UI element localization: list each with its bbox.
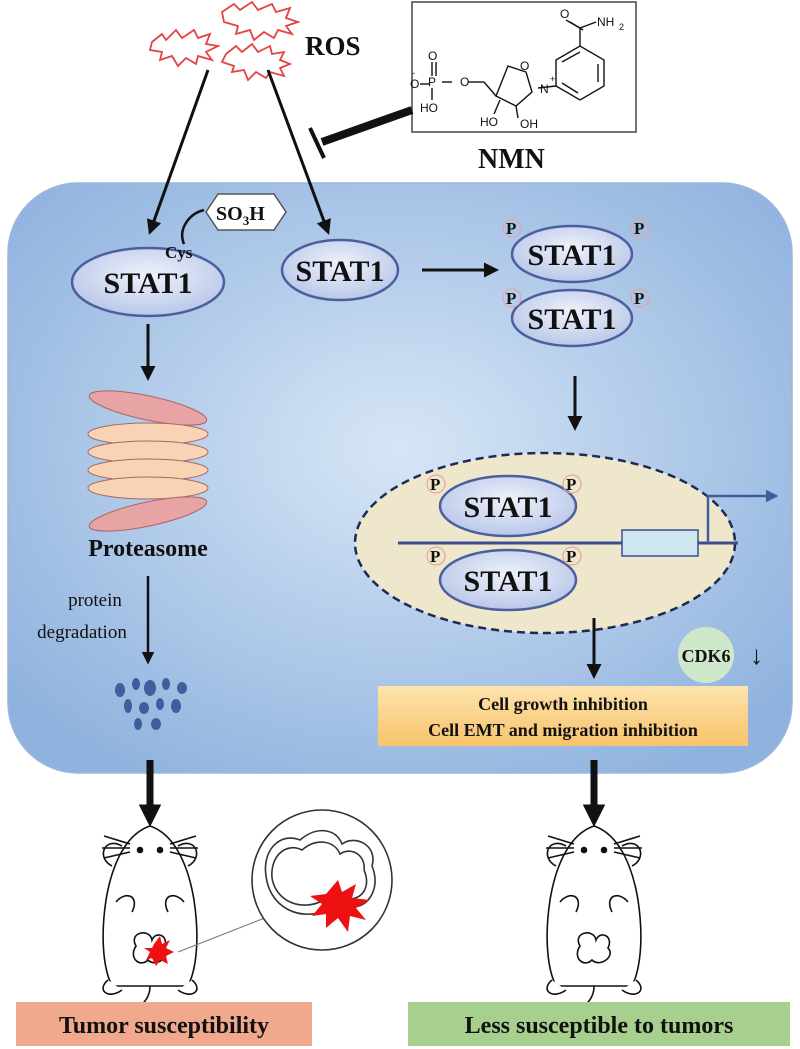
svg-text:+: + [550,74,555,84]
phospho-markers-cytoplasm: P P P P [502,218,650,308]
stat1-dimer-lower: STAT1 [510,288,634,348]
svg-text:P: P [506,289,516,308]
svg-text:OH: OH [520,117,538,131]
protein-degradation-label-line2: degradation [37,622,127,643]
outcome-box [378,686,748,746]
svg-text:STAT1: STAT1 [528,303,617,336]
svg-text:2: 2 [619,22,624,32]
stat1-oxidized: STAT1 [70,246,226,318]
gene-box [621,529,699,557]
svg-text:NH: NH [597,15,614,29]
ros-starburst-2 [220,0,301,42]
tumor-susceptibility-box [16,1002,312,1046]
proteasome-label: Proteasome [88,536,208,562]
svg-text:HO: HO [420,101,438,115]
svg-text:O: O [428,49,437,63]
svg-text:P: P [566,547,576,566]
svg-text:STAT1: STAT1 [296,255,385,288]
protein-fragments [115,678,187,730]
svg-text:N: N [540,82,549,96]
svg-text:P: P [566,475,576,494]
nmn-label: NMN [478,144,545,175]
mouse-left [63,825,198,1015]
nmn-structure [420,19,605,119]
protein-degradation-label-line1: protein [68,590,122,611]
svg-text:P: P [634,289,644,308]
outcome-line2: Cell EMT and migration inhibition [428,720,698,740]
svg-text:P: P [428,75,436,89]
cys-link [181,208,205,245]
svg-text:HO: HO [480,115,498,129]
ros-starburst-3 [220,42,293,82]
svg-text:O: O [410,77,419,91]
proteasome-icon [87,390,209,532]
svg-text:O: O [460,75,469,89]
cdk6-circle [678,627,734,683]
svg-text:-: - [412,68,415,78]
svg-text:STAT1: STAT1 [104,267,193,300]
svg-text:O: O [560,7,569,21]
so3h-hexagon: SO3H [205,193,287,231]
tumor-susceptibility-label: Tumor susceptibility [59,1013,269,1039]
transcription-arrow [706,489,779,543]
stat1-nuclear-lower: STAT1 [438,548,578,612]
svg-text:SO3H: SO3H [216,203,265,228]
ros-starburst-1 [148,28,221,68]
zoom-tumor [310,880,370,932]
stat1-monomer: STAT1 [280,238,400,302]
cdk6-down-arrow: ↓ [750,641,763,670]
svg-text:P: P [506,219,516,238]
outcome-line1: Cell growth inhibition [478,694,648,714]
nmn-inhibition-bar [308,106,414,159]
svg-text:P: P [430,547,440,566]
mouse-left-tumor [144,936,174,966]
svg-text:STAT1: STAT1 [464,491,553,524]
svg-text:O: O [520,59,529,73]
cys-label: Cys [165,243,193,262]
svg-text:STAT1: STAT1 [528,239,617,272]
cdk6-label: CDK6 [682,646,731,666]
phospho-markers-nucleus: P P P P [426,474,582,566]
ros-to-stat1-middle-arrow [266,69,331,235]
svg-text:STAT1: STAT1 [464,565,553,598]
less-susceptible-box [408,1002,790,1046]
stat1-nuclear-upper: STAT1 [438,474,578,538]
mouse-right [507,825,642,1015]
ros-label: ROS [305,31,361,61]
stat1-dimer-upper: STAT1 [510,224,634,284]
less-susceptible-label: Less susceptible to tumors [465,1013,734,1039]
nmn-structure-labels: O NH 2 N + O O P O O - HO HO OH [410,7,624,131]
svg-text:P: P [634,219,644,238]
ros-to-stat1-left-arrow [146,69,210,235]
svg-text:P: P [430,475,440,494]
